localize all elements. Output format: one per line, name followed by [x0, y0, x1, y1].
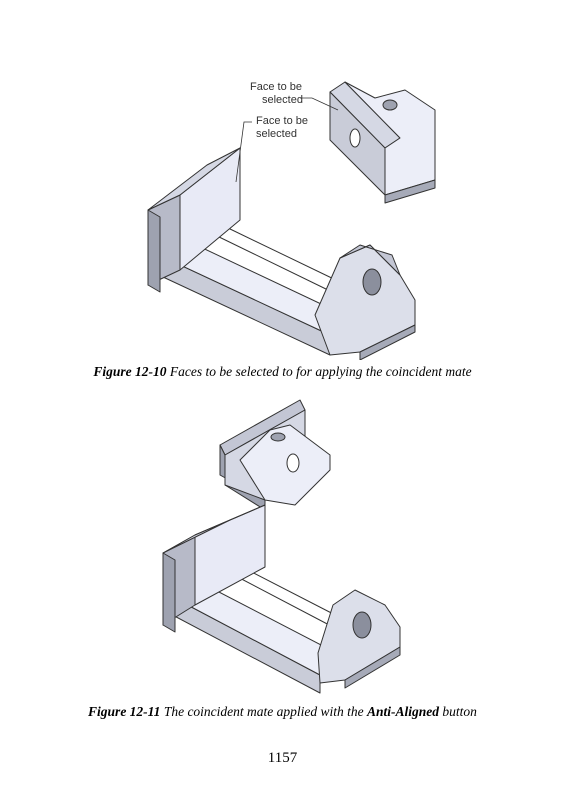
page-number: 1157 [267, 750, 298, 766]
figure-12-11-caption: Figure 12-11 The coincident mate applied… [0, 704, 565, 720]
figure-12-11-text: The coincident mate applied with the [163, 704, 364, 719]
figure-12-11 [0, 395, 565, 695]
figure-12-10-text: Faces to be selected to for applying the… [169, 364, 472, 379]
figure-12-10-caption: Figure 12-10 Faces to be selected to for… [0, 364, 565, 380]
callout-2-line2: selected [256, 128, 297, 140]
callout-1: Face to be selected [250, 81, 339, 111]
base-part [147, 147, 416, 361]
callout-1-line1: Face to be [250, 81, 302, 93]
figure-12-10: Face to be selected Face to be selected [0, 70, 565, 361]
figure-12-10-number: Figure 12-10 [93, 364, 167, 379]
callout-2-line1: Face to be [256, 115, 308, 127]
figure-12-10-illustration: Face to be selected Face to be selected [147, 81, 436, 361]
bracket-part-mated [219, 399, 331, 511]
anti-aligned-term: Anti-Aligned [367, 704, 440, 719]
callout-1-line2: selected [262, 94, 303, 106]
bracket-part [329, 81, 436, 204]
figure-12-11-text-end: button [442, 704, 477, 719]
figure-12-11-number: Figure 12-11 [88, 704, 161, 719]
callout-2: Face to be selected [235, 115, 308, 183]
figure-12-11-illustration [162, 399, 401, 694]
base-part-mated [162, 504, 401, 694]
